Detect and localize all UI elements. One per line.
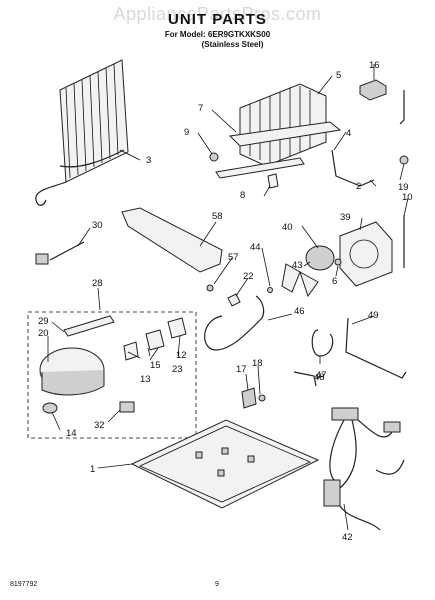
callout-3: 3 (146, 155, 151, 166)
callout-43: 43 (292, 260, 303, 271)
callout-39: 39 (340, 212, 351, 223)
callout-58: 58 (212, 211, 223, 222)
tubing-and-fittings (204, 295, 407, 409)
callout-19: 19 (398, 182, 409, 193)
callout-13: 13 (140, 374, 151, 385)
callout-42: 42 (342, 532, 353, 543)
callout-40: 40 (282, 222, 293, 233)
callout-7: 7 (198, 103, 203, 114)
callout-8: 8 (240, 190, 245, 201)
callout-47: 47 (316, 370, 327, 381)
condenser-coil (35, 59, 129, 206)
callout-labels: 16 5 7 9 4 3 8 2 19 10 30 58 39 40 43 44… (38, 60, 413, 543)
model-line: For Model: 6ER9GTKXKS00 (164, 30, 271, 39)
callout-9: 9 (184, 127, 189, 138)
callout-23: 23 (172, 364, 183, 375)
defrost-wiring (331, 90, 409, 268)
callout-29: 29 (38, 316, 49, 327)
part-42-wiring-harness (323, 407, 405, 531)
part-58-drain-trough (121, 207, 223, 273)
finish-line: (Stainless Steel) (201, 40, 264, 49)
part-16-cap (359, 79, 387, 101)
callout-6: 6 (332, 276, 337, 287)
part-1-base-plate (130, 419, 320, 509)
callout-1: 1 (90, 464, 95, 475)
compressor-parts (39, 315, 187, 414)
callout-15: 15 (150, 360, 161, 371)
callout-12: 12 (176, 350, 187, 361)
leader-lines (47, 64, 409, 531)
callout-57: 57 (228, 252, 239, 263)
callout-4: 4 (346, 128, 351, 139)
watermark: AppliancePartsPros.com (113, 4, 322, 24)
callout-20: 20 (38, 328, 49, 339)
callout-48: 48 (314, 372, 325, 383)
callout-22: 22 (243, 271, 254, 282)
callout-17: 17 (236, 364, 247, 375)
callout-44: 44 (250, 242, 261, 253)
callout-5: 5 (336, 70, 341, 81)
compressor-kit-box (27, 311, 197, 439)
evaporator-assembly (209, 83, 342, 189)
callout-2: 2 (356, 181, 361, 192)
callout-49: 49 (368, 310, 379, 321)
page-number: 9 (215, 581, 219, 588)
part-30-sensor (35, 241, 85, 265)
callout-30: 30 (92, 220, 103, 231)
fan-assembly (267, 221, 393, 298)
callout-16: 16 (369, 60, 380, 71)
part-22-clip (227, 293, 241, 307)
callout-32: 32 (94, 420, 105, 431)
callout-18: 18 (252, 358, 263, 369)
diagram-title: UNIT PARTS (168, 11, 267, 28)
callout-28: 28 (92, 278, 103, 289)
callout-10: 10 (402, 192, 413, 203)
document-number: 8197792 (10, 581, 38, 588)
callout-14: 14 (66, 428, 77, 439)
callout-46: 46 (294, 306, 305, 317)
